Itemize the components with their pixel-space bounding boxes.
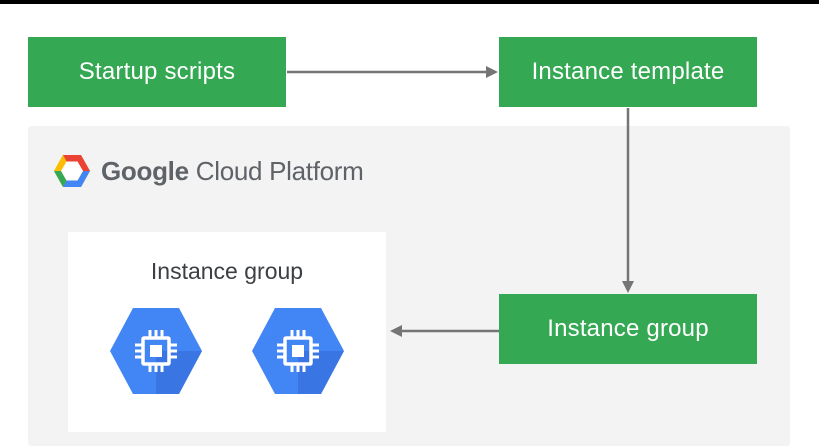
- gcp-logo: Google Cloud Platform: [53, 151, 364, 191]
- arrowhead-right-icon: [486, 66, 498, 78]
- top-border: [0, 0, 819, 4]
- gcp-product-text: Cloud Platform: [195, 155, 364, 186]
- compute-engine-chip-icon: [252, 308, 344, 394]
- compute-engine-chip-icon: [110, 308, 202, 394]
- startup-scripts-box: Startup scripts: [28, 37, 286, 107]
- instance-group-box: Instance group: [499, 294, 757, 364]
- gcp-brand-text: Google: [101, 155, 189, 186]
- instance-group-card-title: Instance group: [150, 258, 304, 284]
- instance-group-card: Instance group: [68, 232, 386, 432]
- instance-template-box: Instance template: [499, 37, 757, 107]
- gcp-hexagon-logo-icon: [54, 155, 90, 187]
